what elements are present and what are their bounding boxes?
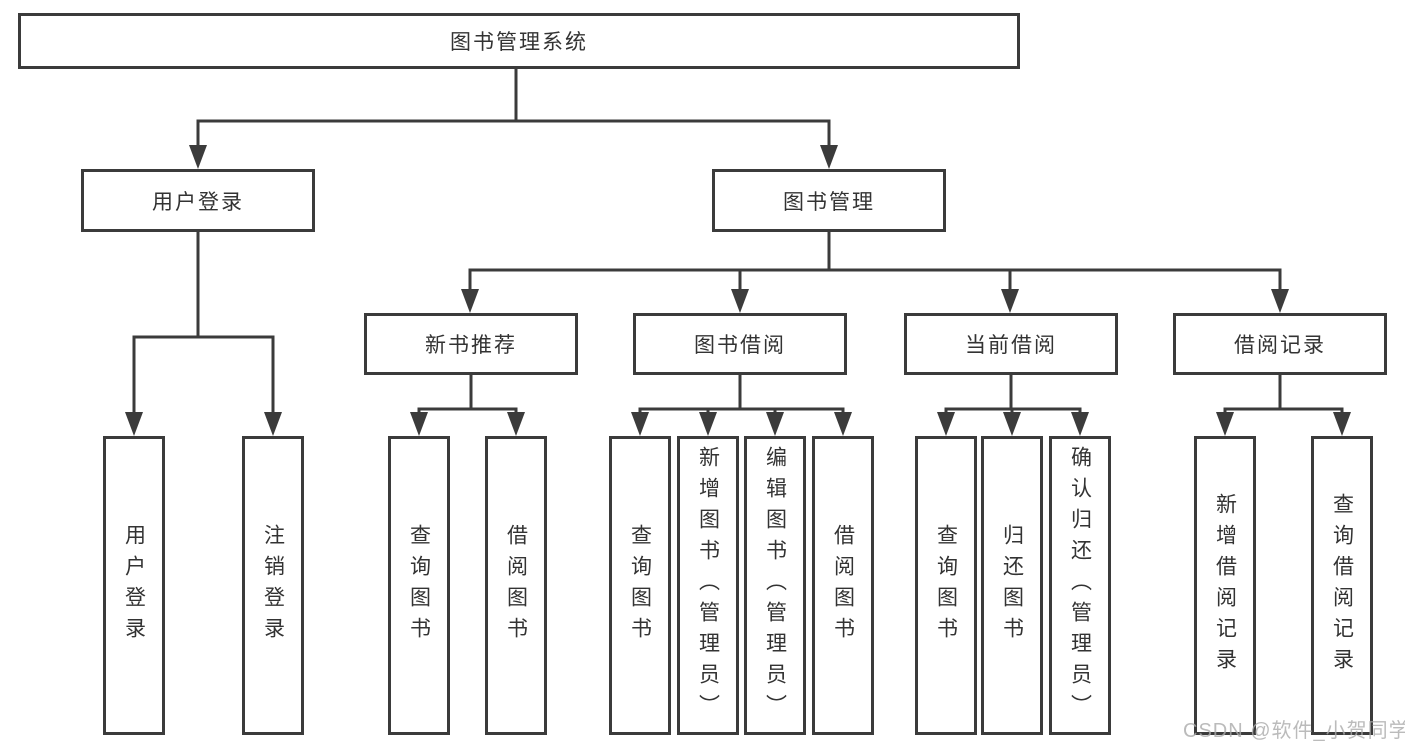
connector-book-management-split	[468, 232, 1282, 291]
leaf-label: 借阅图书	[504, 523, 528, 648]
leaf-query-books-recommend: 查询图书	[388, 436, 450, 735]
leaf-label: 查询图书	[934, 523, 958, 648]
connector-current-borrow-split	[944, 375, 1082, 414]
node-new-book-recommend: 新书推荐	[364, 313, 578, 375]
leaf-return-books: 归还图书	[981, 436, 1043, 735]
connector-borrow-records-split	[1223, 375, 1344, 414]
leaf-edit-books-admin: 编辑图书（管理员）	[744, 436, 806, 735]
watermark: CSDN @软件_小贺同学	[1183, 720, 1405, 742]
node-borrow-records: 借阅记录	[1173, 313, 1387, 375]
connector-user-login-split	[132, 232, 275, 414]
leaf-label: 归还图书	[1000, 523, 1024, 648]
leaf-label: 用户登录	[122, 523, 146, 648]
leaf-borrow-books: 借阅图书	[812, 436, 874, 735]
node-current-borrow: 当前借阅	[904, 313, 1118, 375]
leaf-label: 查询图书	[628, 523, 652, 648]
leaf-label: 编辑图书（管理员）	[763, 446, 787, 725]
leaf-label: 注销登录	[261, 523, 285, 648]
leaf-logout: 注销登录	[242, 436, 304, 735]
node-root: 图书管理系统	[18, 13, 1020, 69]
node-book-management: 图书管理	[712, 169, 946, 232]
leaf-label: 新增图书（管理员）	[696, 446, 720, 725]
leaf-borrow-books-recommend: 借阅图书	[485, 436, 547, 735]
leaf-label: 查询借阅记录	[1330, 492, 1354, 679]
leaf-user-login: 用户登录	[103, 436, 165, 735]
node-user-login: 用户登录	[81, 169, 315, 232]
leaf-query-borrow-record: 查询借阅记录	[1311, 436, 1373, 735]
leaf-label: 新增借阅记录	[1213, 492, 1237, 679]
connector-new-book-split	[417, 375, 518, 414]
leaf-label: 查询图书	[407, 523, 431, 648]
leaf-add-borrow-record: 新增借阅记录	[1194, 436, 1256, 735]
leaf-query-books-current: 查询图书	[915, 436, 977, 735]
connector-root-to-level2	[196, 69, 831, 148]
leaf-confirm-return-admin: 确认归还（管理员）	[1049, 436, 1111, 735]
leaf-label: 确认归还（管理员）	[1068, 446, 1092, 725]
connector-book-borrow-split	[638, 375, 845, 414]
node-book-borrow: 图书借阅	[633, 313, 847, 375]
leaf-query-books-borrow: 查询图书	[609, 436, 671, 735]
leaf-add-books-admin: 新增图书（管理员）	[677, 436, 739, 735]
leaf-label: 借阅图书	[831, 523, 855, 648]
